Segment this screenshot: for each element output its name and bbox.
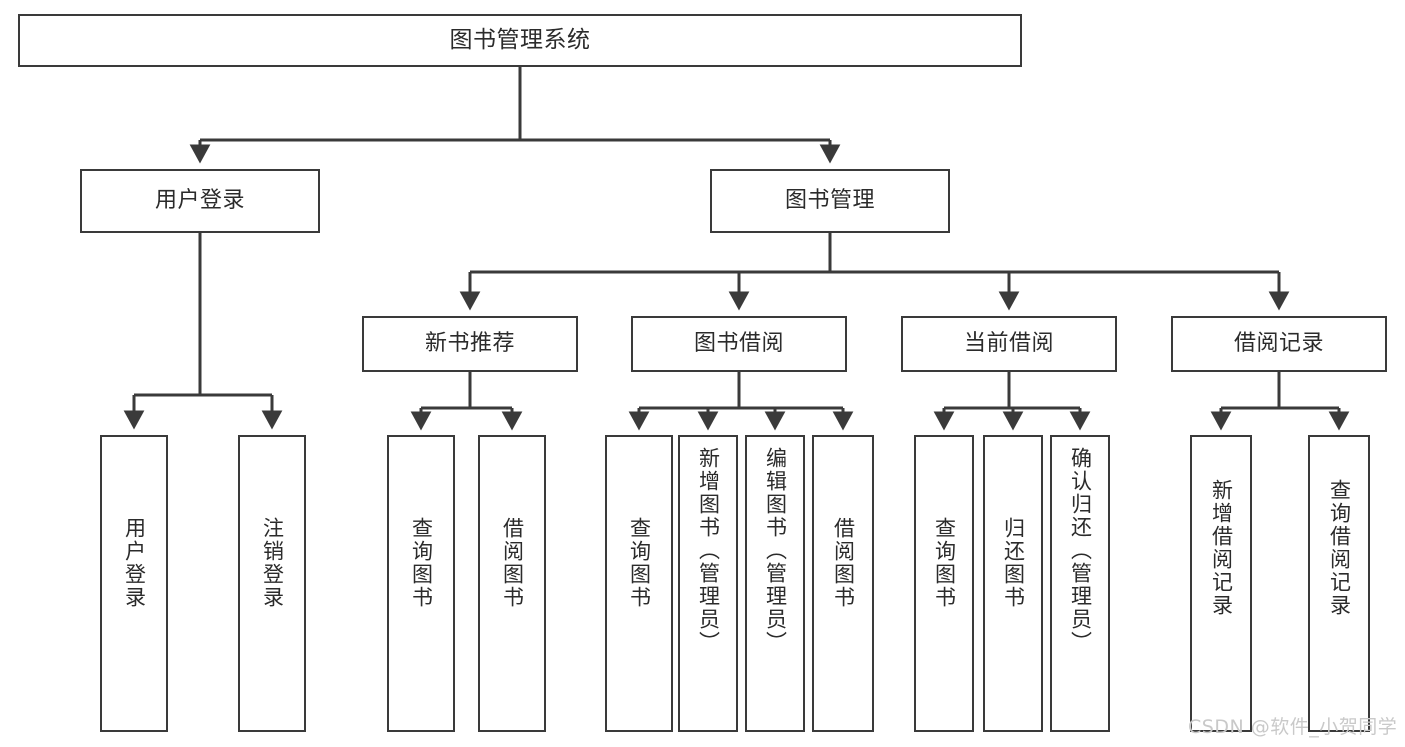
- node-leaf-confirm-return-admin[interactable]: 确认归还（管理员）: [1050, 435, 1110, 732]
- node-leaf-label: 借阅图书: [831, 517, 856, 609]
- node-leaf-return-book[interactable]: 归还图书: [983, 435, 1043, 732]
- node-leaf-label: 借阅图书: [500, 517, 525, 609]
- node-leaf-label: 查询图书: [627, 517, 652, 609]
- node-leaf-user-login[interactable]: 用户登录: [100, 435, 168, 732]
- node-borrow-record-label: 借阅记录: [1233, 331, 1324, 357]
- node-new-book-recommend[interactable]: 新书推荐: [362, 316, 578, 372]
- node-user-login[interactable]: 用户登录: [80, 169, 320, 233]
- node-root-label: 图书管理系统: [449, 27, 591, 54]
- node-user-login-label: 用户登录: [154, 188, 245, 214]
- node-root-system[interactable]: 图书管理系统: [18, 14, 1022, 67]
- node-leaf-label: 注销登录: [260, 517, 285, 609]
- node-book-borrow-label: 图书借阅: [693, 331, 784, 357]
- node-leaf-borrow-book[interactable]: 借阅图书: [812, 435, 874, 732]
- csdn-watermark: CSDN @软件_小贺同学: [1188, 716, 1398, 738]
- node-leaf-label: 查询图书: [932, 517, 957, 609]
- node-borrow-record[interactable]: 借阅记录: [1171, 316, 1387, 372]
- node-leaf-label: 查询借阅记录: [1327, 479, 1352, 617]
- node-new-book-recommend-label: 新书推荐: [424, 331, 515, 357]
- node-current-borrow[interactable]: 当前借阅: [901, 316, 1117, 372]
- node-leaf-query-book-borrow[interactable]: 查询图书: [605, 435, 673, 732]
- node-leaf-add-borrow-record[interactable]: 新增借阅记录: [1190, 435, 1252, 732]
- node-leaf-label: 新增图书（管理员）: [696, 447, 721, 654]
- node-book-management[interactable]: 图书管理: [710, 169, 950, 233]
- node-leaf-label: 查询图书: [409, 517, 434, 609]
- node-leaf-logout[interactable]: 注销登录: [238, 435, 306, 732]
- node-book-borrow[interactable]: 图书借阅: [631, 316, 847, 372]
- node-leaf-label: 归还图书: [1001, 517, 1026, 609]
- node-leaf-label: 确认归还（管理员）: [1068, 447, 1093, 654]
- node-current-borrow-label: 当前借阅: [963, 331, 1054, 357]
- node-leaf-label: 用户登录: [122, 517, 147, 609]
- node-book-management-label: 图书管理: [784, 188, 875, 214]
- node-leaf-query-book-recommend[interactable]: 查询图书: [387, 435, 455, 732]
- node-leaf-label: 编辑图书（管理员）: [763, 447, 788, 654]
- node-leaf-edit-book-admin[interactable]: 编辑图书（管理员）: [745, 435, 805, 732]
- node-leaf-label: 新增借阅记录: [1209, 479, 1234, 617]
- node-leaf-query-borrow-record[interactable]: 查询借阅记录: [1308, 435, 1370, 732]
- node-leaf-query-book-current[interactable]: 查询图书: [914, 435, 974, 732]
- node-leaf-borrow-book-recommend[interactable]: 借阅图书: [478, 435, 546, 732]
- node-leaf-add-book-admin[interactable]: 新增图书（管理员）: [678, 435, 738, 732]
